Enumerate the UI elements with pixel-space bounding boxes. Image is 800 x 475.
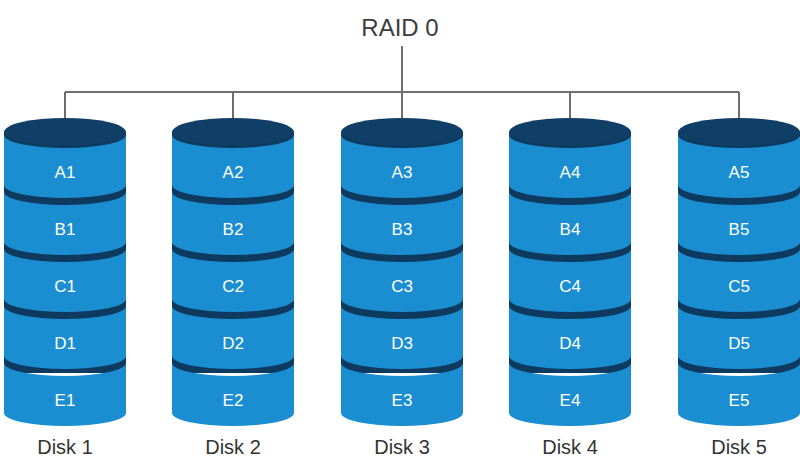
stripe-fill (4, 306, 126, 369)
disk-top (172, 118, 294, 146)
stripe-label: C5 (728, 277, 750, 297)
stripe-fill (341, 192, 463, 255)
disk-top (4, 118, 126, 146)
disk-label: Disk 4 (509, 436, 631, 459)
stripe-block: C1 (4, 249, 126, 312)
stripe-label: C3 (391, 277, 413, 297)
stripe-fill (341, 249, 463, 312)
stripe-fill (678, 363, 800, 426)
trunk-line (401, 46, 403, 92)
stripe-label: E1 (55, 391, 76, 411)
disk-cylinder: Disk 4 A4B4C4D4E4 (509, 118, 631, 464)
disk-cylinder: Disk 5 A5B5C5D5E5 (678, 118, 800, 464)
stripe-fill (4, 249, 126, 312)
disk-core (172, 132, 294, 373)
stripe-block: E3 (341, 363, 463, 426)
stripe-label: E3 (392, 391, 413, 411)
stripe-fill (678, 192, 800, 255)
stripe-fill (341, 135, 463, 198)
stripe-label: B4 (560, 220, 581, 240)
stripe-label: A3 (392, 163, 413, 183)
stripe-fill (172, 363, 294, 426)
disk-top (678, 118, 800, 146)
disk-cylinder: Disk 2 A2B2C2D2E2 (172, 118, 294, 464)
stripe-label: C4 (559, 277, 581, 297)
stripe-block: C2 (172, 249, 294, 312)
stripe-fill (509, 306, 631, 369)
stripe-label: A1 (55, 163, 76, 183)
stripe-block: A2 (172, 135, 294, 198)
stripe-block: B5 (678, 192, 800, 255)
stripe-fill (172, 135, 294, 198)
stripe-block: B3 (341, 192, 463, 255)
disk-top (341, 118, 463, 146)
stripe-label: B5 (729, 220, 750, 240)
stripe-label: C2 (222, 277, 244, 297)
stripe-fill (509, 363, 631, 426)
stripe-block: C3 (341, 249, 463, 312)
disk-label: Disk 2 (172, 436, 294, 459)
stripe-block: E2 (172, 363, 294, 426)
stripe-fill (4, 192, 126, 255)
stripe-block: B4 (509, 192, 631, 255)
stripe-block: C4 (509, 249, 631, 312)
stripe-label: C1 (54, 277, 76, 297)
stripe-fill (4, 363, 126, 426)
stripe-block: A4 (509, 135, 631, 198)
stripe-fill (678, 249, 800, 312)
stripe-fill (509, 135, 631, 198)
stripe-label: A2 (223, 163, 244, 183)
stripe-label: D2 (222, 334, 244, 354)
stripe-label: D3 (391, 334, 413, 354)
stripe-label: E2 (223, 391, 244, 411)
stripe-label: B1 (55, 220, 76, 240)
stripe-block: A3 (341, 135, 463, 198)
stripe-label: A5 (729, 163, 750, 183)
disk-core (678, 132, 800, 373)
disk-label: Disk 3 (341, 436, 463, 459)
disk-cylinder: Disk 3 A3B3C3D3E3 (341, 118, 463, 464)
stripe-block: B2 (172, 192, 294, 255)
stripe-label: E4 (560, 391, 581, 411)
stripe-fill (678, 135, 800, 198)
stripe-block: E1 (4, 363, 126, 426)
stripe-label: D4 (559, 334, 581, 354)
stripe-fill (678, 306, 800, 369)
stripe-label: E5 (729, 391, 750, 411)
stripe-label: D5 (728, 334, 750, 354)
disk-core (4, 132, 126, 373)
stripe-block: E5 (678, 363, 800, 426)
disk-core (509, 132, 631, 373)
stripe-block: D3 (341, 306, 463, 369)
stripe-label: B2 (223, 220, 244, 240)
stripe-block: E4 (509, 363, 631, 426)
stripe-fill (509, 192, 631, 255)
stripe-label: D1 (54, 334, 76, 354)
disk-label: Disk 5 (678, 436, 800, 459)
disk-core (341, 132, 463, 373)
stripe-label: A4 (560, 163, 581, 183)
diagram-title: RAID 0 (0, 14, 800, 42)
stripe-fill (172, 306, 294, 369)
stripe-fill (509, 249, 631, 312)
disk-top (509, 118, 631, 146)
disk-label: Disk 1 (4, 436, 126, 459)
stripe-block: D2 (172, 306, 294, 369)
disk-cylinder: Disk 1 A1B1C1D1E1 (4, 118, 126, 464)
stripe-fill (172, 192, 294, 255)
stripe-block: D5 (678, 306, 800, 369)
stripe-block: D1 (4, 306, 126, 369)
stripe-fill (341, 306, 463, 369)
stripe-label: B3 (392, 220, 413, 240)
stripe-fill (172, 249, 294, 312)
stripe-block: A5 (678, 135, 800, 198)
stripe-block: A1 (4, 135, 126, 198)
stripe-fill (341, 363, 463, 426)
stripe-block: C5 (678, 249, 800, 312)
stripe-block: D4 (509, 306, 631, 369)
stripe-block: B1 (4, 192, 126, 255)
stripe-fill (4, 135, 126, 198)
